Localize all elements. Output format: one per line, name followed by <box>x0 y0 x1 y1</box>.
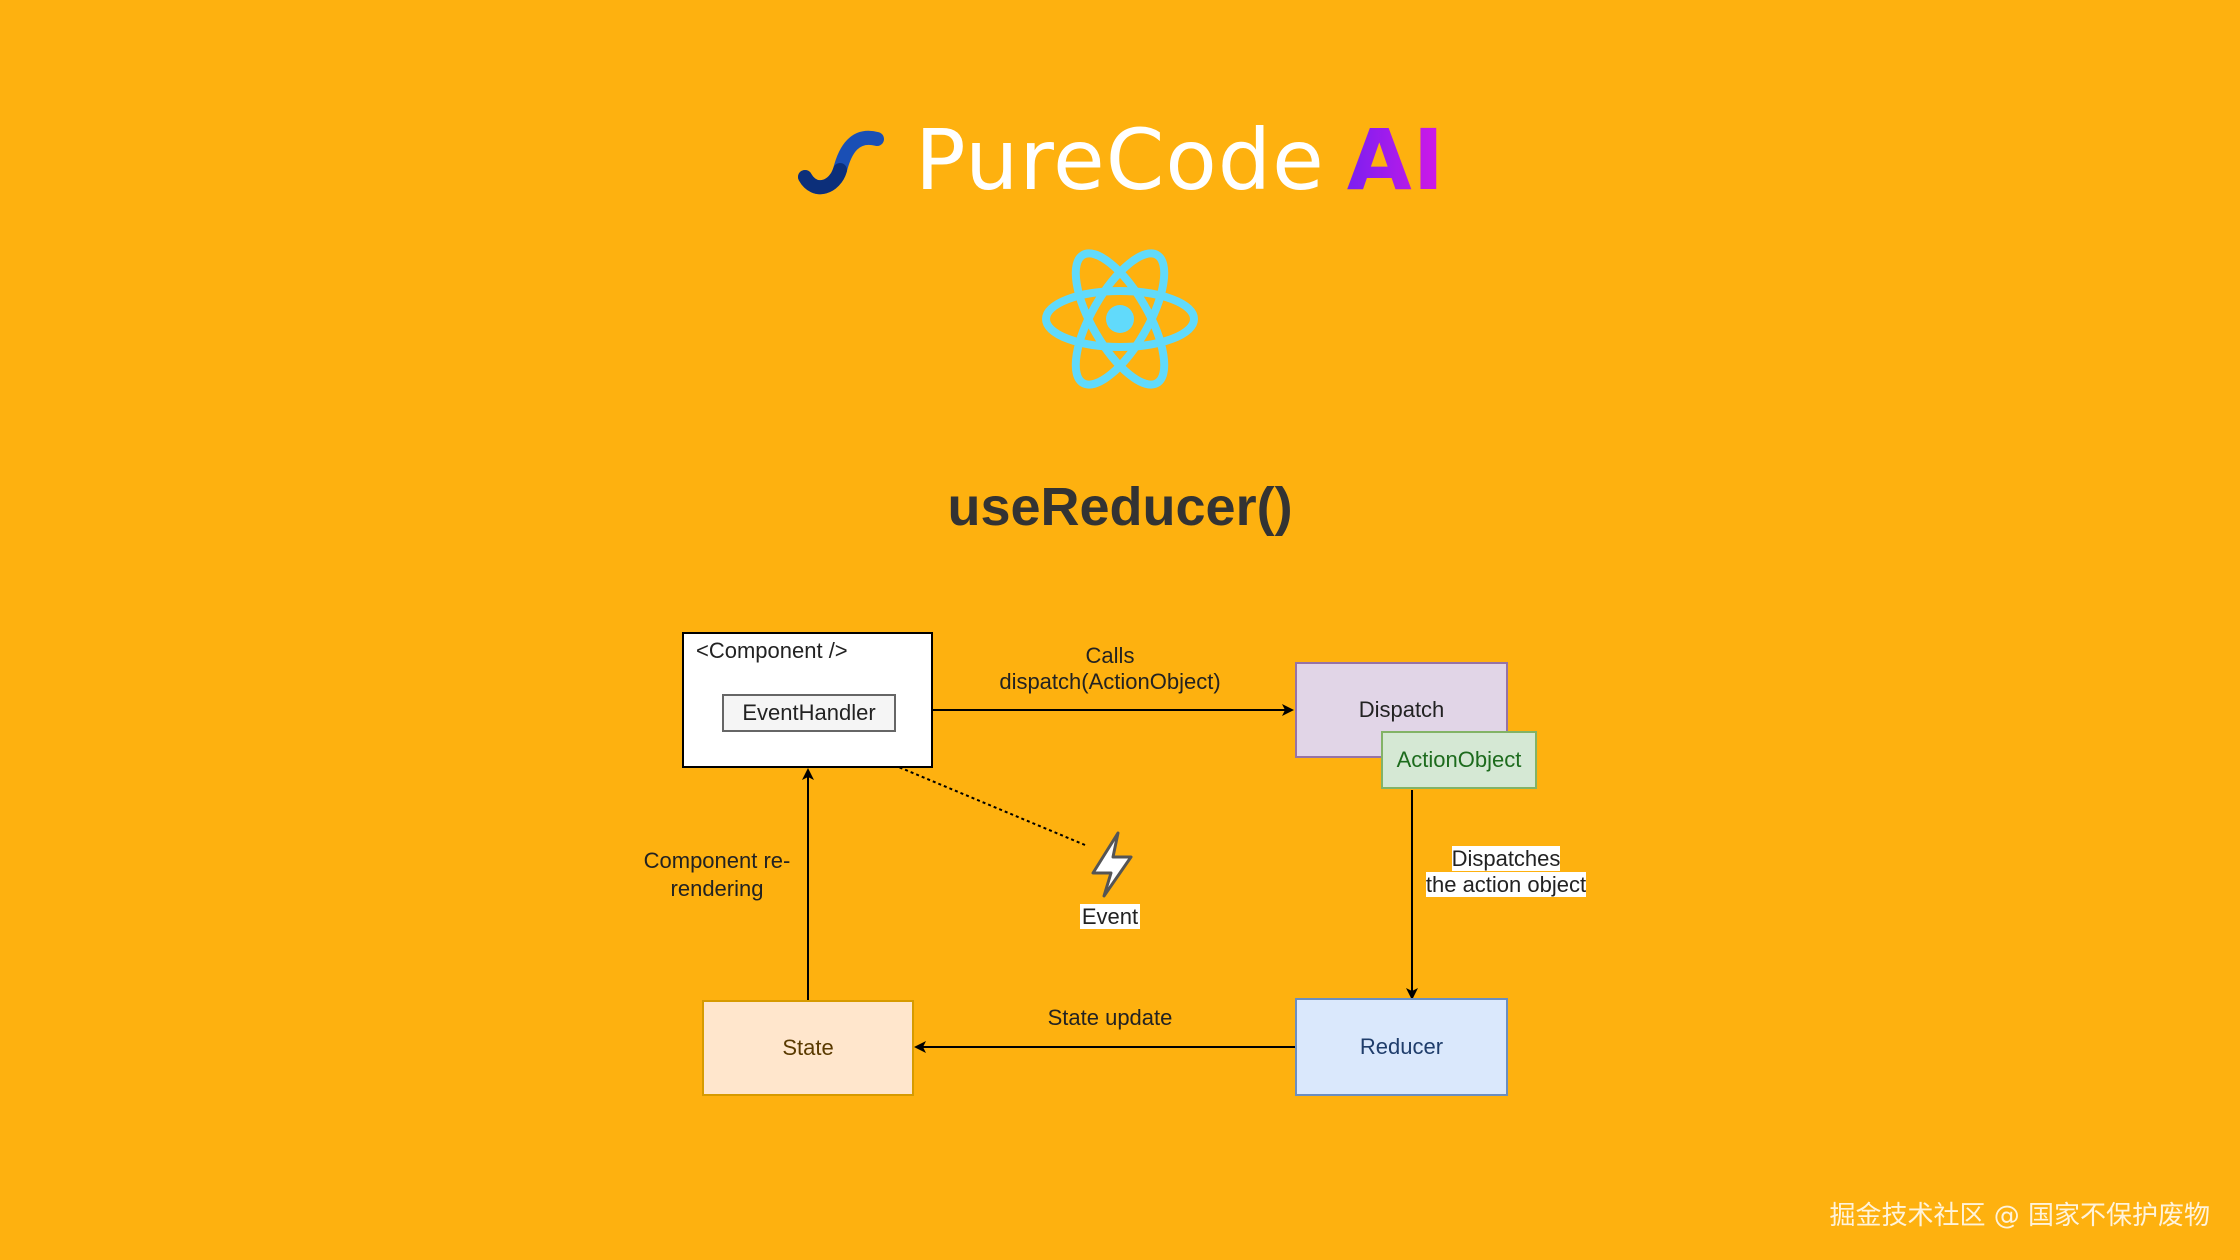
state-update-label: State update <box>1047 1005 1173 1030</box>
state-box: State <box>702 1000 914 1096</box>
arrow-event-trigger <box>813 730 1086 846</box>
brand-suffix: AI <box>1346 111 1446 209</box>
component-box: <Component /> EventHandler <box>682 632 933 768</box>
calls-label-line1: Calls <box>1085 643 1135 668</box>
component-label: <Component /> <box>696 638 848 663</box>
purecode-logo-icon <box>797 130 884 195</box>
rerender-label-line1: Component re- <box>643 848 791 873</box>
page-title: useReducer() <box>947 477 1293 537</box>
rerender-label: Component re- rendering <box>612 847 822 903</box>
reducer-box: Reducer <box>1295 998 1508 1096</box>
react-logo-icon <box>1042 249 1198 389</box>
dispatches-label: Dispatches the action object <box>1418 846 1594 898</box>
brand-name: PureCode <box>914 111 1325 209</box>
calls-label-line2: dispatch(ActionObject) <box>999 669 1221 694</box>
event-handler-box: EventHandler <box>722 694 896 732</box>
watermark: 掘金技术社区 @ 国家不保护废物 <box>1829 1201 2210 1231</box>
dispatches-label-line2: the action object <box>1425 872 1587 897</box>
lightning-icon <box>1091 831 1133 898</box>
rerender-label-line2: rendering <box>670 876 764 901</box>
event-label: Event <box>1079 904 1141 929</box>
dispatches-label-line1: Dispatches <box>1451 846 1561 871</box>
action-object-box: ActionObject <box>1381 731 1537 789</box>
brand-header: PureCode AI <box>0 110 2240 210</box>
calls-label: Calls dispatch(ActionObject) <box>960 643 1260 695</box>
